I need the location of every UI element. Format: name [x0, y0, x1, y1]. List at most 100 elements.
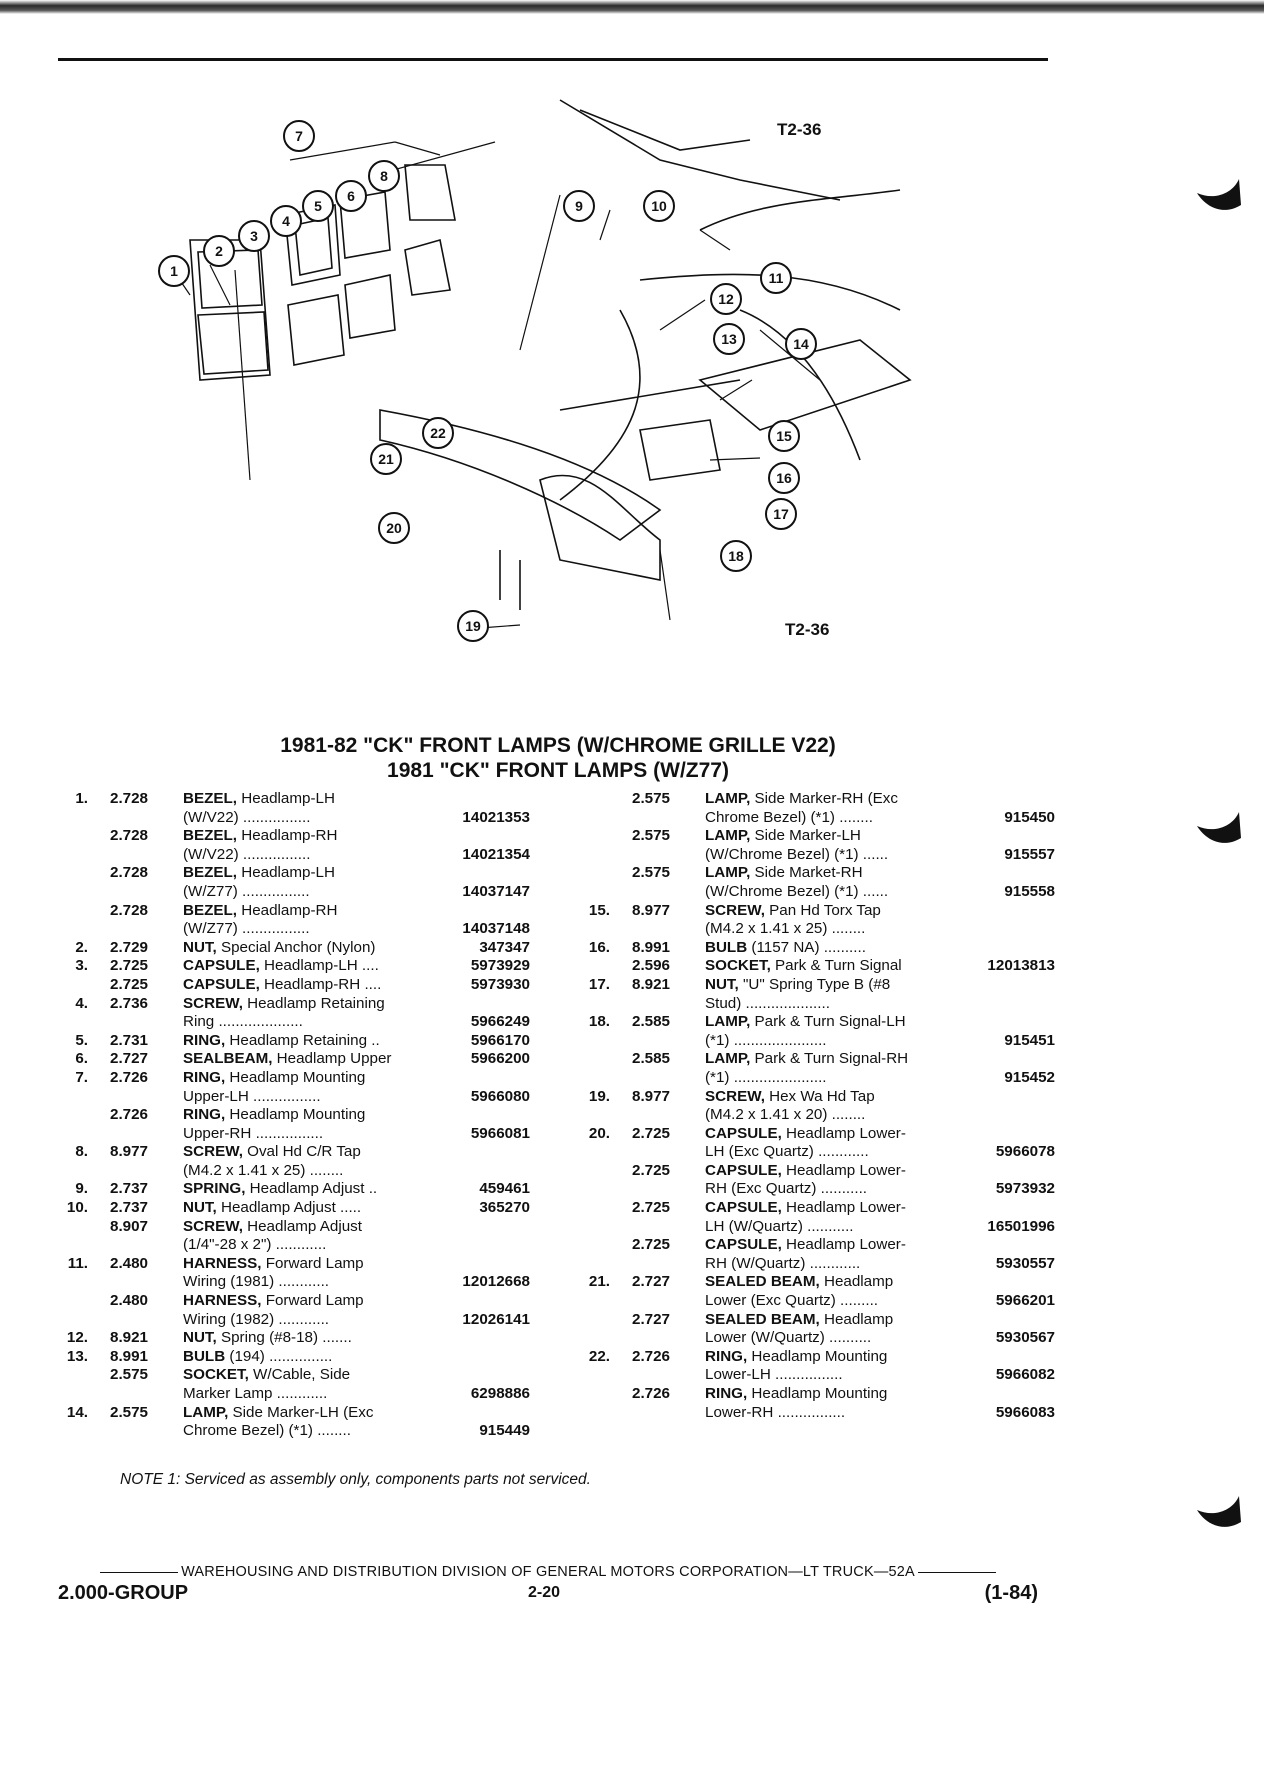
part-description-line: (W/V22) ................14021354 — [183, 845, 530, 865]
part-description-line: (*1) ......................915452 — [705, 1068, 1055, 1088]
part-name: SEALED BEAM, — [705, 1310, 820, 1328]
part-description-line: Wiring (1981) ............12012668 — [183, 1273, 530, 1293]
part-detail: Side Marker-LH (Exc — [228, 1403, 374, 1421]
part-detail: Side Marker-RH (Exc — [750, 790, 898, 807]
part-description-line: CAPSULE, Headlamp Lower- — [705, 1162, 1055, 1181]
part-ref-number: 14. — [66, 1403, 88, 1421]
part-group-code: 2.480 — [110, 1292, 149, 1310]
part-name: NUT, — [183, 1329, 217, 1347]
part-description-line: BEZEL, Headlamp-LH — [183, 790, 530, 809]
part-detail: (*1) ...................... — [705, 1031, 827, 1049]
part-description-line: LAMP, Side Marker-RH (Exc — [705, 790, 1055, 809]
part-description-line: SCREW, Headlamp Adjust — [183, 1218, 530, 1237]
part-name: SCREW, — [183, 1143, 243, 1161]
part-description-line: CAPSULE, Headlamp Lower- — [705, 1236, 1055, 1255]
part-description-line: NUT, "U" Spring Type B (#8 — [705, 976, 1055, 995]
part-description-line: (M4.2 x 1.41 x 20) ........ — [705, 1106, 1055, 1125]
scan-smudge-2 — [1197, 812, 1241, 843]
part-ref-number: 10. — [66, 1199, 88, 1217]
part-description-line: SEALED BEAM, Headlamp — [705, 1311, 1055, 1330]
part-detail: Headlamp-LH — [237, 864, 335, 882]
part-name: SCREW, — [705, 1087, 765, 1105]
part-name: CAPSULE, — [705, 1236, 782, 1254]
part-ref-number: 22. — [588, 1347, 610, 1365]
part-description: LAMP, Park & Turn Signal-LH(*1) ........… — [705, 1013, 1055, 1051]
callout-6: 6 — [335, 180, 367, 212]
footer-page-number: 2-20 — [528, 1584, 561, 1601]
callout-19: 19 — [457, 610, 489, 642]
part-detail: Lower-LH ................ — [705, 1366, 843, 1384]
part-number: 16501996 — [984, 1217, 1055, 1237]
part-number: 5966200 — [467, 1050, 530, 1069]
part-description-line: Upper-RH ................5966081 — [183, 1124, 530, 1144]
part-description-line: Chrome Bezel) (*1) ........915450 — [705, 808, 1055, 828]
part-group-code: 8.977 — [632, 1087, 671, 1105]
part-number: 14021353 — [459, 808, 530, 828]
part-name: LAMP, — [705, 790, 751, 807]
part-detail: Headlamp Mounting — [225, 1106, 366, 1124]
callout-17: 17 — [765, 498, 797, 530]
title-line-2: 1981 "CK" FRONT LAMPS (W/Z77) — [387, 759, 729, 782]
part-name: BEZEL, — [183, 864, 238, 882]
part-description: NUT, Special Anchor (Nylon)347347 — [183, 938, 530, 958]
part-detail: W/Cable, Side — [248, 1366, 351, 1384]
part-number: 12026141 — [459, 1310, 530, 1330]
part-name: BULB — [705, 938, 748, 956]
part-description-line: RING, Headlamp Mounting — [183, 1106, 530, 1125]
part-detail: (W/Chrome Bezel) (*1) ...... — [705, 845, 889, 863]
part-description-line: (M4.2 x 1.41 x 25) ........ — [705, 920, 1055, 939]
part-description: SPRING, Headlamp Adjust ..459461 — [183, 1180, 530, 1200]
part-description-line: Lower-LH ................5966082 — [705, 1366, 1055, 1385]
part-detail: Side Marker-LH — [750, 827, 861, 845]
part-number: 5966083 — [992, 1403, 1055, 1423]
part-description: CAPSULE, Headlamp Lower-LH (Exc Quartz) … — [705, 1125, 1055, 1162]
part-name: RING, — [183, 1106, 226, 1124]
part-number: 5966078 — [992, 1143, 1055, 1162]
part-name: SCREW, — [183, 1217, 243, 1235]
part-name: CAPSULE, — [183, 957, 260, 975]
footer-row: 2.000-GROUP 2-20 (1-84) — [58, 1582, 1038, 1608]
part-detail: Headlamp — [819, 1273, 894, 1291]
part-description-line: NUT, Special Anchor (Nylon)347347 — [183, 938, 530, 958]
part-detail: Headlamp Upper — [272, 1050, 392, 1068]
part-name: SPRING, — [183, 1180, 246, 1198]
part-group-code: 2.737 — [110, 1180, 149, 1198]
part-description-line: Chrome Bezel) (*1) ........915449 — [183, 1422, 530, 1441]
figure-code-top: T2-36 — [777, 120, 822, 139]
part-detail: Wiring (1981) ............ — [183, 1273, 330, 1291]
part-description-line: CAPSULE, Headlamp-LH ....5973929 — [183, 957, 530, 976]
part-detail: (W/Z77) ................ — [183, 920, 310, 938]
part-description: CAPSULE, Headlamp-LH ....5973929 — [183, 957, 530, 976]
scan-top-band — [0, 0, 1264, 14]
part-detail: Stud) .................... — [705, 994, 830, 1012]
part-detail: (M4.2 x 1.41 x 25) ........ — [705, 920, 866, 938]
part-description: BULB (194) ............... — [183, 1348, 530, 1367]
part-number: 459461 — [476, 1180, 530, 1200]
part-group-code: 2.729 — [110, 938, 149, 956]
part-name: BULB — [183, 1347, 226, 1365]
part-group-code: 8.921 — [110, 1329, 149, 1347]
part-description-line: SCREW, Headlamp Retaining — [183, 995, 530, 1014]
header-rule — [58, 58, 1048, 61]
part-name: BEZEL, — [183, 901, 238, 919]
part-detail: Lower-RH ................ — [705, 1403, 846, 1421]
part-detail: Ring .................... — [183, 1013, 303, 1031]
part-description: SCREW, Pan Hd Torx Tap(M4.2 x 1.41 x 25)… — [705, 902, 1055, 939]
part-detail: Oval Hd C/R Tap — [242, 1143, 361, 1161]
part-description: NUT, Spring (#8-18) ....... — [183, 1329, 530, 1348]
part-description-line: BULB (194) ............... — [183, 1348, 530, 1367]
